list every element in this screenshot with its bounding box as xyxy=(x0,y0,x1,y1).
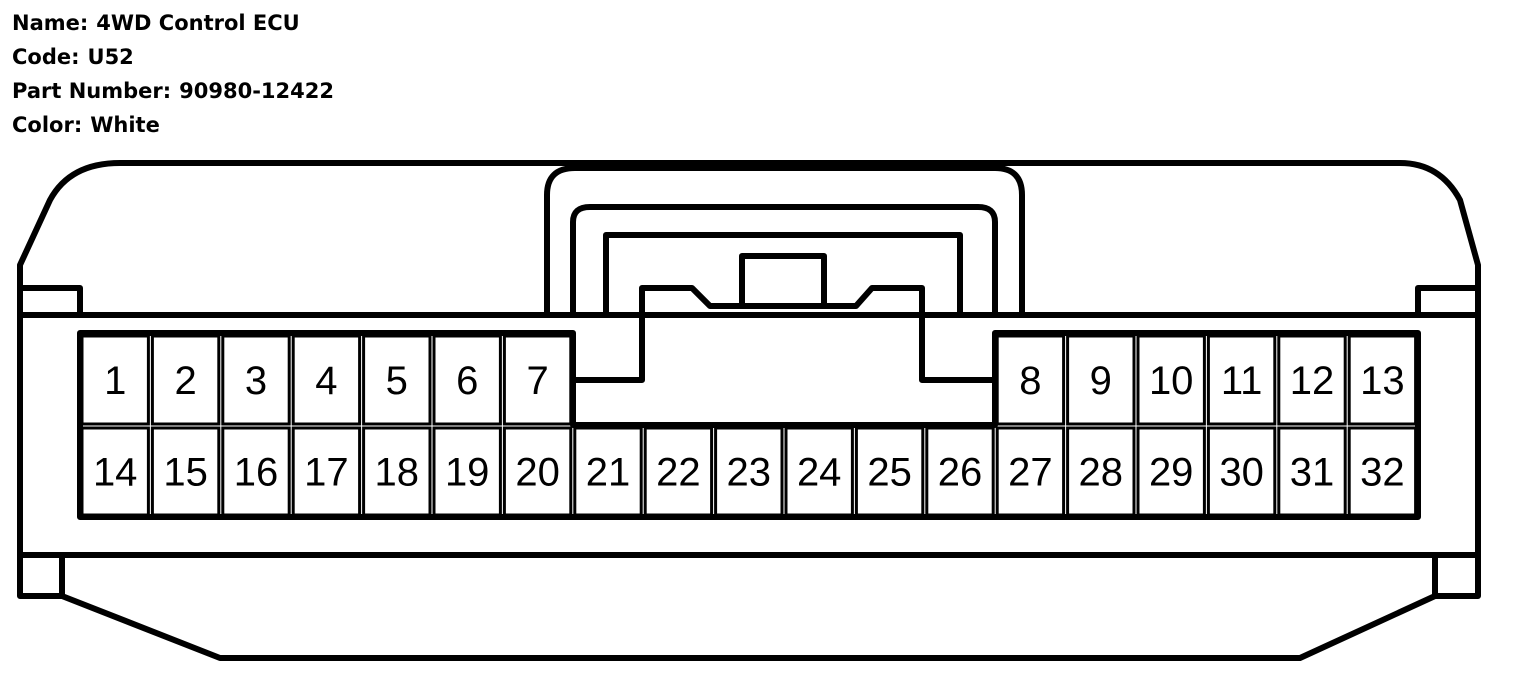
pin-number-27: 27 xyxy=(1008,451,1053,495)
pin-cell-5 xyxy=(362,334,432,426)
color-value: White xyxy=(90,113,160,137)
latch-inner xyxy=(570,204,998,315)
pin-cell-4 xyxy=(291,334,362,426)
latch-left-ramp xyxy=(639,285,742,315)
color-row: Color: White xyxy=(12,108,334,142)
pin-cell-6 xyxy=(432,334,502,426)
connector-housing xyxy=(17,160,1481,661)
pin-cell-19 xyxy=(432,426,502,517)
part-number-row: Part Number: 90980-12422 xyxy=(12,74,334,108)
pin-cell-7 xyxy=(502,334,573,426)
pin-cell-32 xyxy=(1347,426,1418,517)
latch-window xyxy=(603,232,963,318)
pin-cell-29 xyxy=(1136,426,1206,517)
pin-number-24: 24 xyxy=(797,451,842,495)
pin-cell-11 xyxy=(1206,334,1277,426)
latch-left-stem xyxy=(573,315,645,383)
code-row: Code: U52 xyxy=(12,40,334,74)
pin-number-6: 6 xyxy=(456,359,478,403)
pin-cell-17 xyxy=(291,426,362,517)
pin-number-15: 15 xyxy=(163,451,208,495)
pin-number-16: 16 xyxy=(234,451,279,495)
pin-number-30: 30 xyxy=(1219,451,1264,495)
pin-cell-10 xyxy=(1136,334,1206,426)
code-label: Code: xyxy=(12,45,80,69)
pin-number-19: 19 xyxy=(445,451,490,495)
latch-right-ramp xyxy=(824,285,925,315)
pin-number-2: 2 xyxy=(174,359,196,403)
right-notch-top xyxy=(1415,285,1478,315)
pin-cell-3 xyxy=(221,334,291,426)
pin-cell-28 xyxy=(1066,426,1136,517)
color-label: Color: xyxy=(12,113,83,137)
pin-number-21: 21 xyxy=(586,451,631,495)
pin-cell-25 xyxy=(854,426,925,517)
pin-number-11: 11 xyxy=(1221,359,1263,403)
name-value: 4WD Control ECU xyxy=(96,11,300,35)
pin-number-12: 12 xyxy=(1290,359,1335,403)
latch-outer xyxy=(544,165,1025,315)
pin-cell-20 xyxy=(502,426,573,517)
pin-number-25: 25 xyxy=(867,451,912,495)
latch-right-stem xyxy=(919,315,995,383)
pin-cell-31 xyxy=(1277,426,1347,517)
pin-number-3: 3 xyxy=(245,359,267,403)
name-row: Name: 4WD Control ECU xyxy=(12,6,334,40)
pin-number-10: 10 xyxy=(1149,359,1194,403)
connector-info: Name: 4WD Control ECU Code: U52 Part Numbe… xyxy=(12,6,334,142)
pin-cell-16 xyxy=(221,426,291,517)
pin-number-31: 31 xyxy=(1290,451,1335,495)
pin-cell-14 xyxy=(80,426,150,517)
pin-cell-24 xyxy=(784,426,854,517)
pin-number-23: 23 xyxy=(727,451,772,495)
pin-number-20: 20 xyxy=(515,451,560,495)
pin-cell-15 xyxy=(150,426,221,517)
pin-cell-26 xyxy=(925,426,995,517)
pin-number-26: 26 xyxy=(938,451,983,495)
pin-number-1: 1 xyxy=(104,359,126,403)
pin-number-29: 29 xyxy=(1149,451,1194,495)
pin-cell-21 xyxy=(573,426,643,517)
pin-cell-27 xyxy=(995,426,1066,517)
pin-cell-18 xyxy=(362,426,432,517)
pin-cell-12 xyxy=(1277,334,1347,426)
pin-cell-8 xyxy=(995,334,1066,426)
pin-number-14: 14 xyxy=(93,451,138,495)
pin-cell-23 xyxy=(714,426,784,517)
name-label: Name: xyxy=(12,11,89,35)
pin-cell-1 xyxy=(80,334,150,426)
latch-tab xyxy=(739,253,827,309)
pin-number-5: 5 xyxy=(386,359,408,403)
housing-outline xyxy=(17,160,1481,661)
part-number-value: 90980-12422 xyxy=(179,79,334,103)
pin-number-17: 17 xyxy=(304,451,349,495)
pin-cell-22 xyxy=(643,426,714,517)
left-notch-top xyxy=(20,285,83,315)
pin-number-32: 32 xyxy=(1360,451,1405,495)
pin-cell-9 xyxy=(1066,334,1136,426)
pin-cell-2 xyxy=(150,334,221,426)
part-number-label: Part Number: xyxy=(12,79,172,103)
pin-frame xyxy=(77,330,1421,520)
pin-number-22: 22 xyxy=(656,451,701,495)
pin-number-18: 18 xyxy=(375,451,420,495)
pin-cell-13 xyxy=(1347,334,1418,426)
pin-number-7: 7 xyxy=(526,359,548,403)
pin-number-8: 8 xyxy=(1019,359,1041,403)
pin-cell-30 xyxy=(1206,426,1277,517)
pin-number-28: 28 xyxy=(1079,451,1124,495)
pin-number-4: 4 xyxy=(315,359,337,403)
pin-number-13: 13 xyxy=(1360,359,1405,403)
code-value: U52 xyxy=(87,45,134,69)
pin-number-9: 9 xyxy=(1090,359,1112,403)
